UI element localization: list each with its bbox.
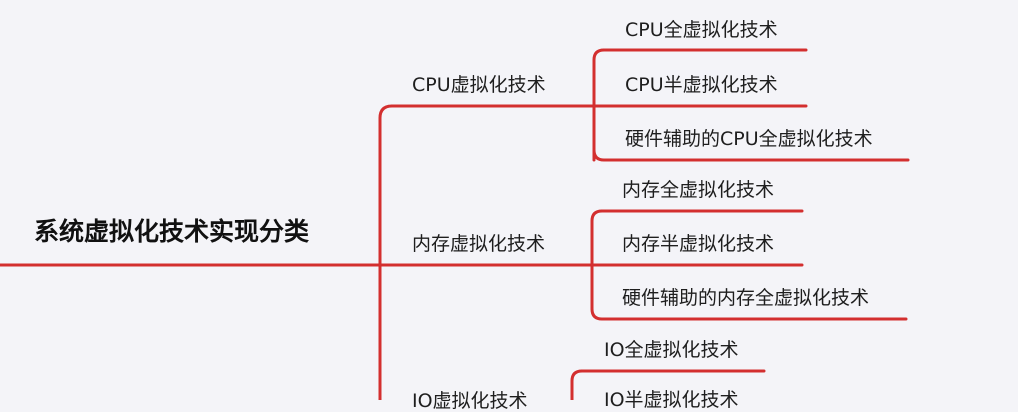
- leaf-cpu-para: CPU半虚拟化技术: [625, 74, 778, 96]
- leaf-cpu-full: CPU全虚拟化技术: [625, 19, 778, 41]
- connector-cpu-trunk: [592, 48, 606, 162]
- branch-cpu-label: CPU虚拟化技术: [412, 74, 546, 96]
- connector-cpu-leaf-3: [592, 148, 910, 162]
- leaf-cpu-hw: 硬件辅助的CPU全虚拟化技术: [625, 128, 873, 150]
- connector-mem-trunk: [590, 209, 604, 311]
- leaf-mem-para: 内存半虚拟化技术: [622, 233, 775, 255]
- leaf-mem-hw: 硬件辅助的内存全虚拟化技术: [622, 287, 870, 309]
- leaf-io-full: IO全虚拟化技术: [604, 339, 739, 361]
- connector-trunk: [378, 104, 394, 400]
- connector-io-trunk: [570, 369, 584, 400]
- connector-mem-leaf-3: [590, 307, 908, 321]
- leaf-io-para: IO半虚拟化技术: [604, 389, 739, 411]
- mindmap-connectors: [0, 48, 910, 400]
- branch-io-label: IO虚拟化技术: [412, 390, 528, 412]
- leaf-mem-full: 内存全虚拟化技术: [622, 179, 775, 201]
- root-node: 系统虚拟化技术实现分类: [34, 217, 310, 246]
- branch-memory-label: 内存虚拟化技术: [412, 233, 546, 255]
